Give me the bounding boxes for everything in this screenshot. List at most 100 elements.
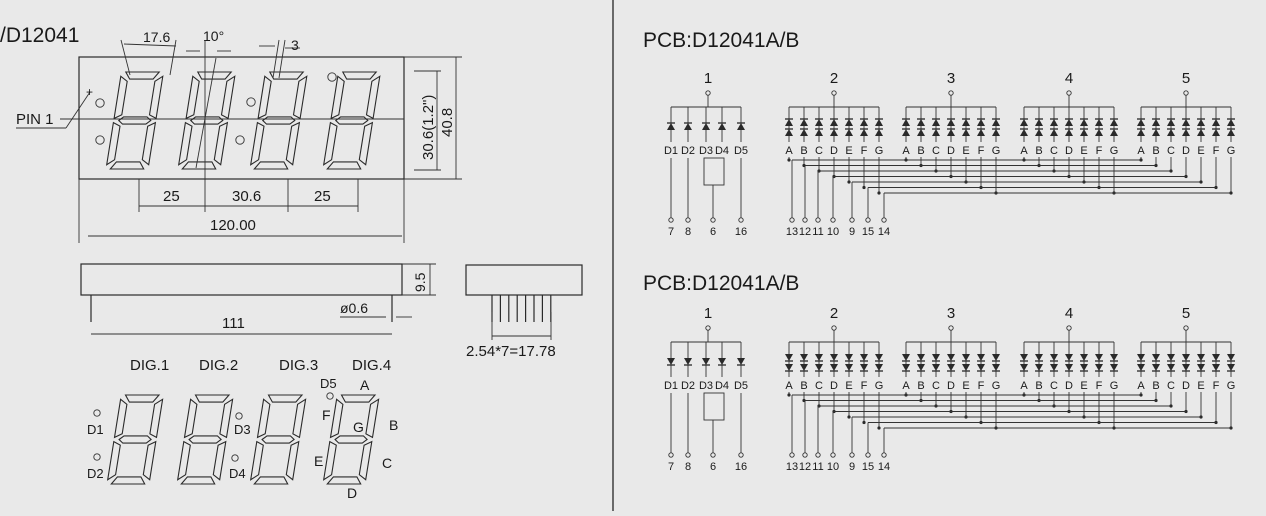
segment-label: A <box>1137 145 1145 157</box>
segment-c <box>285 440 300 481</box>
dot-label: D3 <box>699 380 713 392</box>
segment-b <box>365 75 381 120</box>
common-node <box>948 90 954 96</box>
dim-pin-diameter: ø0.6 <box>340 300 368 316</box>
diode-icon <box>830 354 838 361</box>
pin-terminal <box>815 217 821 223</box>
diode-icon <box>1035 119 1043 126</box>
segment-label: G <box>992 380 1001 392</box>
diode-icon <box>947 354 955 361</box>
diode-icon <box>1110 354 1118 361</box>
diode-icon <box>785 364 793 371</box>
diode-icon <box>1167 119 1175 126</box>
diode-icon <box>1020 364 1028 371</box>
segment-label: C <box>815 145 823 157</box>
pin-number: 14 <box>878 461 890 473</box>
dim-segment: 3 <box>291 37 299 53</box>
pin-number: 13 <box>786 226 798 238</box>
segment-label: E <box>1197 380 1204 392</box>
segment-label: E <box>1080 380 1087 392</box>
junction-dot <box>847 415 851 419</box>
segment-b <box>365 398 380 439</box>
diode-icon <box>1110 129 1118 136</box>
diode-icon <box>702 358 710 365</box>
pin-terminal <box>802 217 808 223</box>
label-seg-g: G <box>353 419 364 435</box>
pin-number: 10 <box>827 226 839 238</box>
dot-label: D1 <box>664 145 678 157</box>
pin-terminal <box>789 217 795 223</box>
digit-label-1: DIG.1 <box>130 357 169 374</box>
diode-icon <box>702 123 710 130</box>
dot-join <box>703 157 725 186</box>
segment-label: B <box>1035 145 1042 157</box>
dot-d4 <box>231 454 239 462</box>
diode-icon <box>1035 364 1043 371</box>
junction-dot <box>787 158 791 162</box>
digit-number: 5 <box>1182 305 1190 322</box>
segment-g <box>188 435 222 444</box>
diode-icon <box>932 354 940 361</box>
segment-f <box>113 398 128 439</box>
segment-c <box>212 440 227 481</box>
diode-icon <box>902 364 910 371</box>
pin-terminal <box>668 217 674 223</box>
label-d4: D4 <box>229 466 246 481</box>
digit-label-4: DIG.4 <box>352 357 391 374</box>
segment-d <box>110 476 146 485</box>
segment-c <box>285 121 301 166</box>
diode-icon <box>684 358 692 365</box>
segment-label: E <box>1080 145 1087 157</box>
front-dot-d4 <box>235 135 245 145</box>
segment-label: F <box>1096 380 1103 392</box>
diode-icon <box>1197 119 1205 126</box>
diode-icon <box>815 119 823 126</box>
diode-icon <box>737 123 745 130</box>
bottom-digit-1 <box>106 394 164 485</box>
diode-icon <box>785 119 793 126</box>
label-seg-d: D <box>347 485 357 501</box>
dot-d1 <box>93 409 101 417</box>
segment-label: B <box>800 145 807 157</box>
diode-icon <box>1137 364 1145 371</box>
common-node <box>1066 325 1072 331</box>
diode-icon <box>977 129 985 136</box>
diode-icon <box>947 129 955 136</box>
segment-label: C <box>1167 380 1175 392</box>
segment-label: F <box>978 145 985 157</box>
digit-number: 4 <box>1065 70 1073 87</box>
segment-c <box>141 121 157 166</box>
diode-icon <box>785 354 793 361</box>
common-node <box>705 90 711 96</box>
diode-icon <box>1080 129 1088 136</box>
pin-terminal <box>802 452 808 458</box>
digit-label-3: DIG.3 <box>279 357 318 374</box>
label-seg-f: F <box>322 407 331 423</box>
diode-icon <box>1152 354 1160 361</box>
segment-b <box>148 75 164 120</box>
front-digit-2 <box>177 71 236 170</box>
segment-c <box>358 440 373 481</box>
segment-label: A <box>1137 380 1145 392</box>
segment-g <box>118 435 152 444</box>
dim-total-length: 120.00 <box>210 217 256 234</box>
diode-icon <box>1020 129 1028 136</box>
digit-label-2: DIG.2 <box>199 357 238 374</box>
front-digit-3 <box>249 71 308 170</box>
segment-label: C <box>815 380 823 392</box>
diode-icon <box>830 119 838 126</box>
diode-icon <box>1065 119 1073 126</box>
diode-icon <box>1095 364 1103 371</box>
diode-icon <box>992 129 1000 136</box>
segment-label: B <box>917 145 924 157</box>
diode-icon <box>860 119 868 126</box>
junction-dot <box>877 191 881 195</box>
diode-icon <box>1182 364 1190 371</box>
segment-e <box>106 440 121 481</box>
front-dot-d5 <box>327 72 337 82</box>
pin-terminal <box>710 452 716 458</box>
segment-label: D <box>1065 145 1073 157</box>
diode-icon <box>1065 129 1073 136</box>
diode-icon <box>845 354 853 361</box>
